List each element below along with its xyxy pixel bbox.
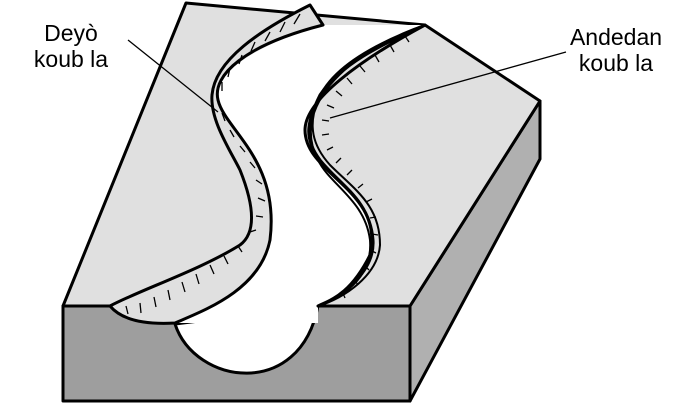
- inner-bank-label-line2: koub la: [546, 50, 686, 76]
- outer-bank-label-line1: Deyò: [4, 20, 138, 46]
- inner-bank-label: Andedan koub la: [546, 24, 686, 76]
- outer-bank-label: Deyò koub la: [4, 20, 138, 72]
- outer-bank-label-line2: koub la: [4, 46, 138, 72]
- inner-bank-label-line1: Andedan: [546, 24, 686, 50]
